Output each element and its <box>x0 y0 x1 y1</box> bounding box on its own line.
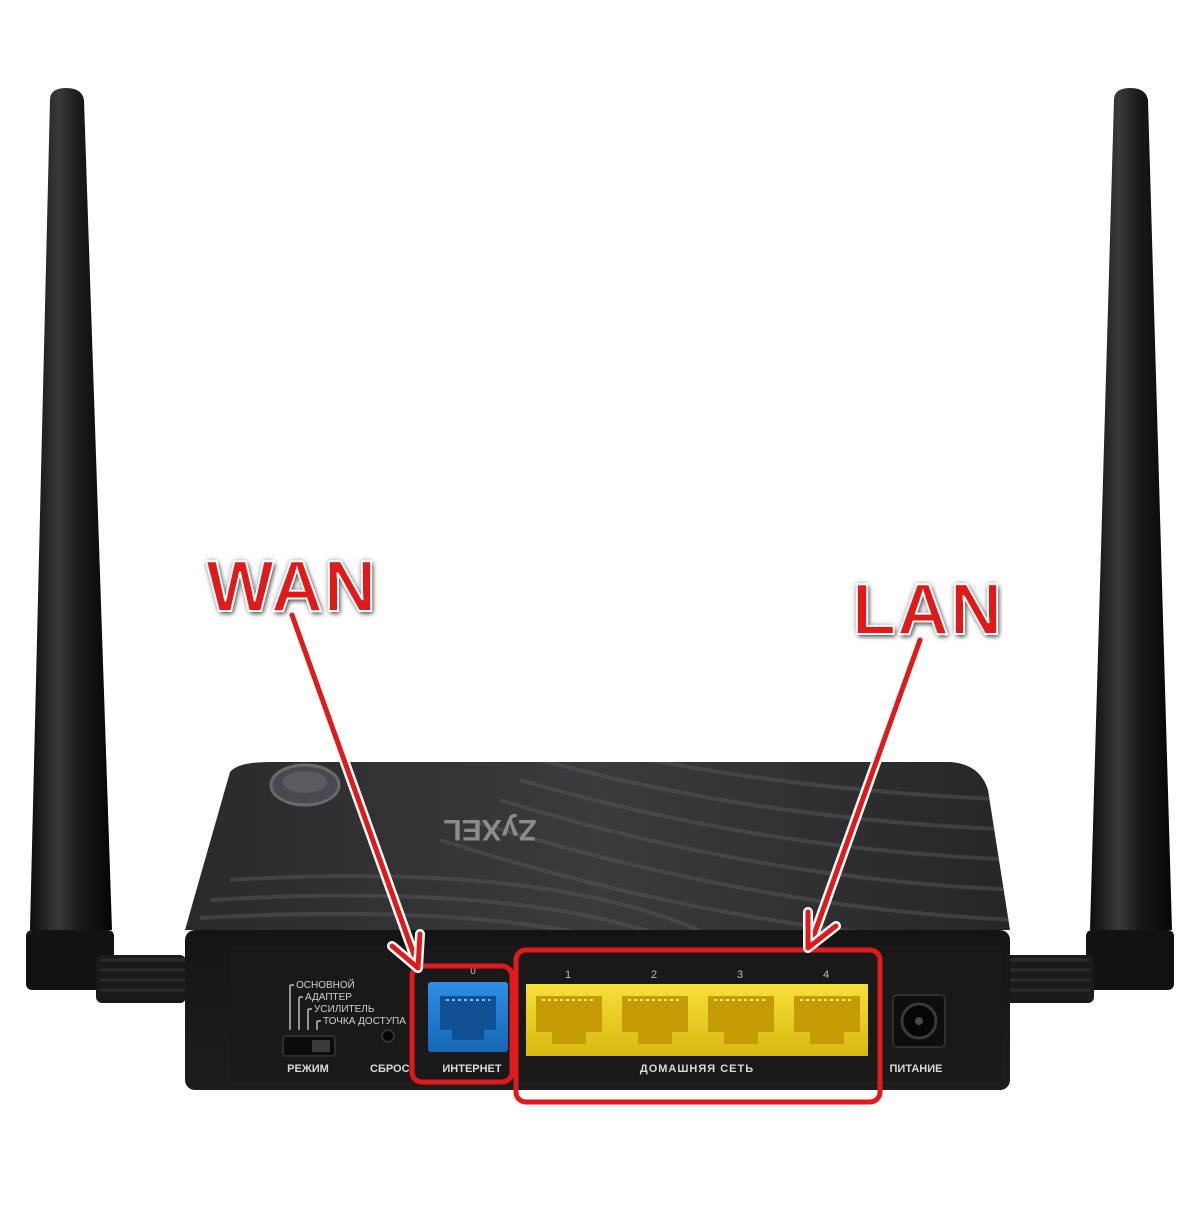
lan-highlight-box <box>513 947 883 1105</box>
lan-port-number-4: 4 <box>823 969 829 981</box>
lan-port-1[interactable] <box>536 996 602 1044</box>
lan-port-number-1: 1 <box>565 969 571 981</box>
reset-label: СБРОС <box>370 1063 410 1075</box>
lan-port-number-3: 3 <box>737 969 743 981</box>
mode-switch-labels: ОСНОВНОЙ АДАПТЕР УСИЛИТЕЛЬ ТОЧКА ДОСТУПА <box>289 978 406 1030</box>
left-antenna <box>26 88 186 1003</box>
wan-arrow <box>287 610 425 973</box>
mode-option-1: ОСНОВНОЙ <box>296 978 355 991</box>
right-antenna <box>1004 88 1174 1003</box>
wan-highlight-box <box>409 963 515 1085</box>
lan-group-label: ДОМАШНЯЯ СЕТЬ <box>640 1063 754 1075</box>
mode-option-4: ТОЧКА ДОСТУПА <box>323 1016 406 1027</box>
mode-option-3: УСИЛИТЕЛЬ <box>314 1004 375 1015</box>
router-top: ZyXEL <box>185 762 1010 930</box>
reset-button[interactable] <box>381 1029 395 1043</box>
power-label: ПИТАНИЕ <box>890 1063 943 1075</box>
wan-callout-label: WAN <box>205 547 377 627</box>
mode-option-2: АДАПТЕР <box>305 992 352 1003</box>
lan-arrow <box>803 635 925 953</box>
lan-port-number-2: 2 <box>651 969 657 981</box>
lan-port-3[interactable] <box>708 996 774 1044</box>
brand-logo: ZyXEL <box>443 813 536 846</box>
router-rear-panel: ОСНОВНОЙ АДАПТЕР УСИЛИТЕЛЬ ТОЧКА ДОСТУПА… <box>185 930 1010 1090</box>
wan-port-label: ИНТЕРНЕТ <box>442 1063 502 1075</box>
mode-label: РЕЖИМ <box>287 1063 329 1075</box>
lan-port-2[interactable] <box>622 996 688 1044</box>
wan-port-number: 0 <box>470 966 476 977</box>
lan-port-4[interactable] <box>794 996 860 1044</box>
lan-callout-label: LAN <box>851 570 1003 650</box>
